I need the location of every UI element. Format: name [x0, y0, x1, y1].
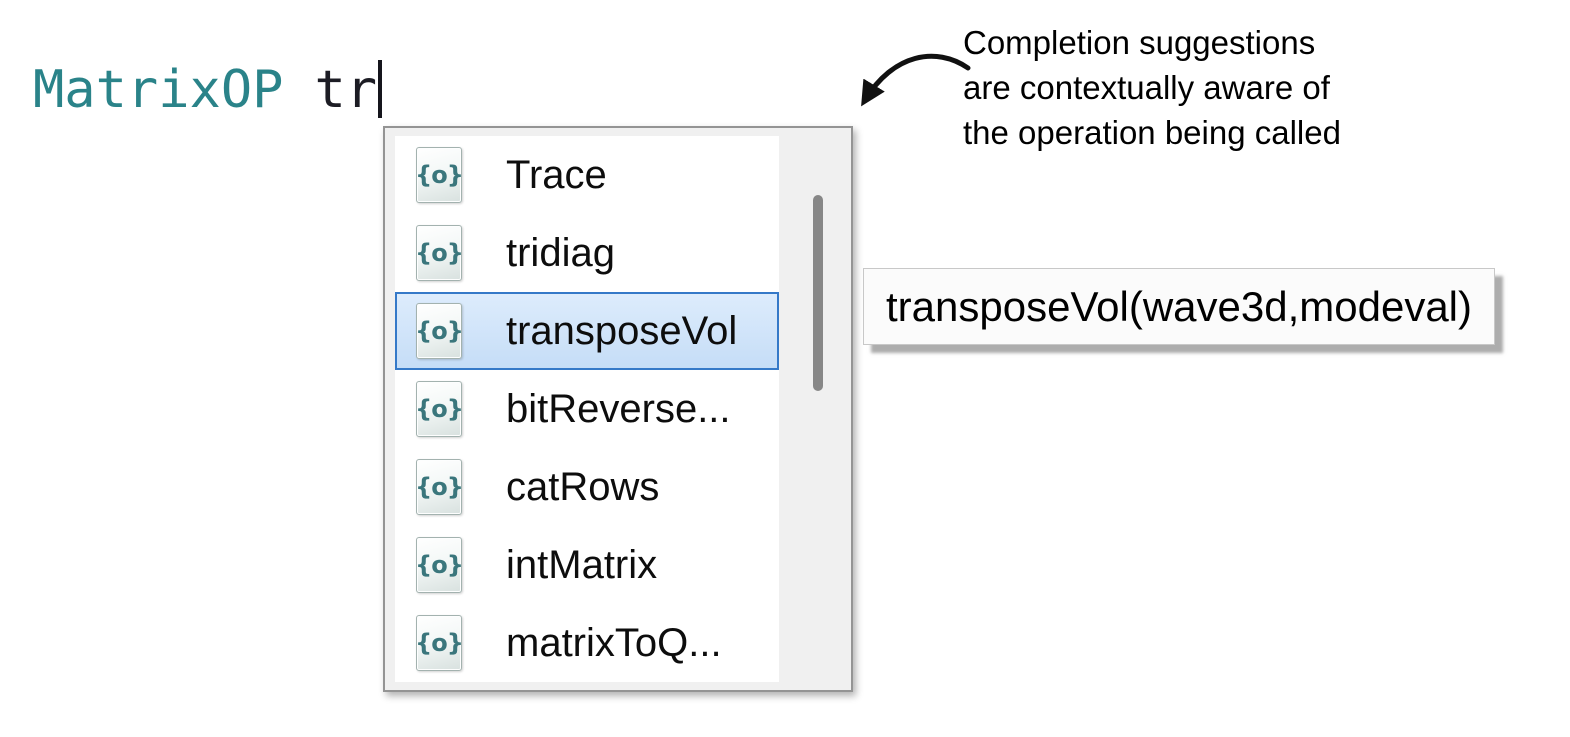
completion-item-label: Trace [506, 152, 607, 197]
operation-icon: {o} [415, 225, 464, 281]
completion-item[interactable]: {o} intMatrix [395, 526, 779, 604]
operation-icon: {o} [415, 615, 464, 671]
signature-tooltip-text: transposeVol(wave3d,modeval) [886, 282, 1472, 330]
scrollbar-thumb[interactable] [813, 195, 823, 391]
completion-list: {o} Trace {o} tridiag {o} transposeVol {… [395, 136, 779, 682]
signature-tooltip: transposeVol(wave3d,modeval) [863, 268, 1495, 345]
completion-item[interactable]: {o} matrixToQ... [395, 604, 779, 682]
completion-item[interactable]: {o} bitReverse... [395, 370, 779, 448]
operation-icon: {o} [415, 459, 464, 515]
text-caret [378, 60, 382, 118]
operation-icon: {o} [415, 303, 464, 359]
braces-o-icon: {o} [415, 551, 464, 579]
operation-icon: {o} [415, 147, 464, 203]
completion-item[interactable]: {o} tridiag [395, 214, 779, 292]
braces-o-icon: {o} [415, 161, 464, 189]
completion-item-label: bitReverse... [506, 386, 731, 431]
braces-o-icon: {o} [415, 395, 464, 423]
curved-arrow-icon [861, 53, 971, 107]
annotation-line: are contextually aware of [963, 69, 1330, 106]
completion-item-label: catRows [506, 464, 660, 509]
code-editor-line[interactable]: MatrixOP tr [33, 62, 377, 122]
completion-item[interactable]: {o} catRows [395, 448, 779, 526]
annotation-line: the operation being called [963, 114, 1341, 151]
code-typed-text: tr [314, 60, 378, 120]
operation-icon: {o} [415, 381, 464, 437]
braces-o-icon: {o} [415, 473, 464, 501]
completion-item-label: matrixToQ... [506, 620, 722, 665]
completion-item-label: intMatrix [506, 542, 658, 587]
annotation-line: Completion suggestions [963, 24, 1316, 61]
completion-item-label: transposeVol [506, 308, 738, 353]
braces-o-icon: {o} [415, 317, 464, 345]
operation-icon: {o} [415, 537, 464, 593]
completion-item[interactable]: {o} Trace [395, 136, 779, 214]
completion-popup: {o} Trace {o} tridiag {o} transposeVol {… [383, 126, 853, 692]
braces-o-icon: {o} [415, 629, 464, 657]
braces-o-icon: {o} [415, 239, 464, 267]
annotation-text: Completion suggestions are contextually … [963, 20, 1523, 155]
code-operation-text: MatrixOP [33, 60, 284, 120]
completion-item-label: tridiag [506, 230, 615, 275]
completion-item-selected[interactable]: {o} transposeVol [395, 292, 779, 370]
